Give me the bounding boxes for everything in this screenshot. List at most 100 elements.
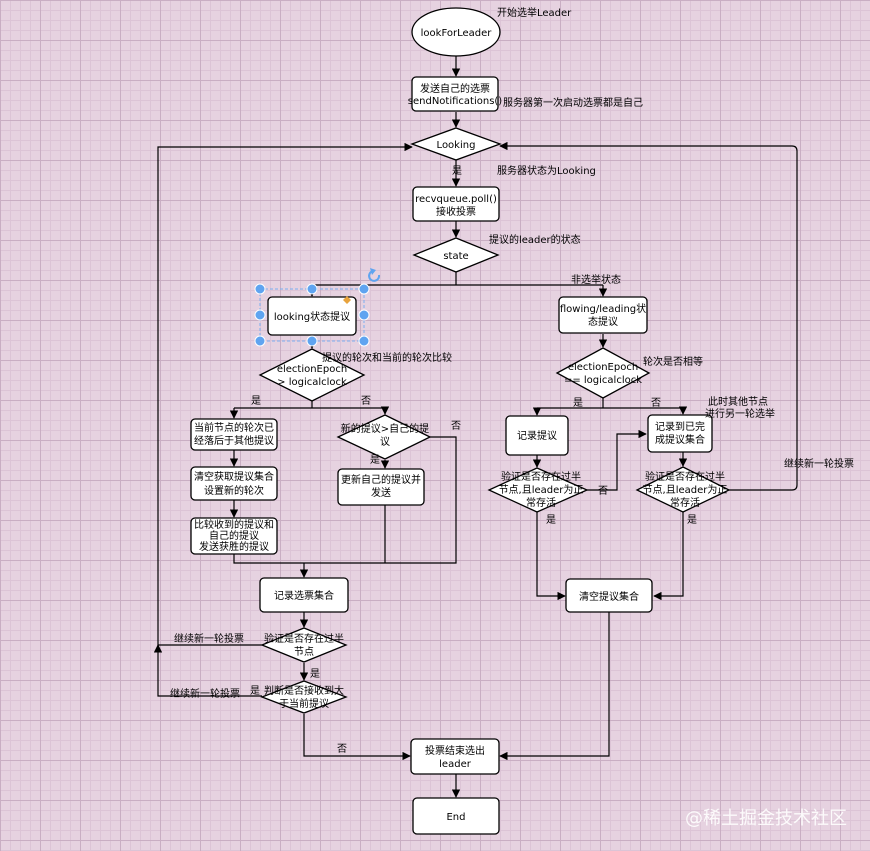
newer-proposal-decision: 新的提议>自己的提 议 [336,414,432,460]
edge-labels: 开始选举Leader 服务器第一次启动选票都是自己 是 服务器状态为Lookin… [170,6,854,755]
record-votes-node: 记录选票集合 [259,577,349,613]
compare-label-2: 自己的提议 [209,529,259,542]
verify-r2-label-1: 验证是否存在过半 [645,470,725,483]
update-send-node: 更新自己的提议并 发送 [337,468,425,506]
check-recv-label-2: 于当前提议 [279,697,329,710]
edge-check-loop [153,644,262,697]
record-votes-label: 记录选票集合 [274,589,334,602]
edit-style-handle[interactable] [343,296,351,304]
yes-check-label: 是 [250,685,260,697]
verify-right2-decision: 验证是否存在过半 节点,且leader为正 常存活 [635,466,731,513]
clear-set-round-node: 清空获取提议集合 设置新的轮次 [190,466,278,501]
send-notifications-node: 发送自己的选票 sendNotifications() [408,76,503,112]
verify-r1-label-3: 常存活 [526,496,556,509]
edge-check-finish [303,714,411,761]
compare-proposal-node: 比较收到的提议和 自己的提议 发送获胜的提议 [190,517,278,555]
send-label-1: 发送自己的选票 [420,82,490,95]
edge-verify2-clear [653,512,684,601]
other-nodes-note-2: 进行另一轮选举 [705,407,775,420]
record-proposal-node: 记录提议 [505,415,569,456]
no-left-label: 否 [361,395,371,407]
edge-verify1-no [587,429,647,491]
looking-proposal-node[interactable]: looking状态提议 [254,268,381,347]
edge-clear-finish [499,612,610,761]
verify-right1-decision: 验证是否存在过半 节点,且leader为正 常存活 [487,467,589,513]
newer-label-2: 议 [380,436,390,448]
clear-set-label-1: 清空获取提议集合 [194,470,274,483]
finish-label-1: 投票结束选出 [425,744,485,757]
finish-election-node: 投票结束选出 leader [410,738,500,775]
epoch-l-label-1: electionEpoch [277,364,347,375]
behind-label-2: 经落后于其他提议 [194,434,274,447]
record-prop-label: 记录提议 [517,430,557,442]
clear-set-label-2: 设置新的轮次 [204,484,264,497]
epoch-l-label-2: > logicalclock [277,377,347,388]
no-right-label: 否 [651,397,661,409]
behind-label-1: 当前节点的轮次已 [194,421,274,434]
record-done-label-2: 成提议集合 [655,433,705,446]
proposal-state-note: 提议的leader的状态 [489,233,581,246]
yes-half-label: 是 [310,668,320,680]
yes-right-label: 是 [573,397,583,409]
compare-label-3: 发送获胜的提议 [199,540,269,553]
state-decision: state [412,237,500,273]
yes-r2-label: 是 [687,514,697,526]
epoch-r-label-1: electionEpoch [568,362,638,373]
verify-half-label-2: 节点 [294,646,314,658]
clear-prop-label: 清空提议集合 [579,590,639,603]
epoch-r-label-2: == logicalclock [564,375,642,386]
yes-left-label: 是 [251,395,261,407]
newer-label-1: 新的提议>自己的提 [341,422,429,435]
update-label-1: 更新自己的提议并 [341,473,421,486]
verify-r1-label-1: 验证是否存在过半 [501,470,581,483]
end-node: End [412,797,500,835]
poll-label-1: recvqueue.poll() [415,194,497,205]
epoch-equal-decision: electionEpoch == logicalclock [555,347,651,399]
no-check-label: 否 [337,743,347,755]
state-label: state [443,251,468,262]
start-node: lookForLeader [411,7,501,57]
edge-newer-no [386,436,457,564]
poll-label-2: 接收投票 [436,205,476,218]
finish-label-2: leader [439,759,472,770]
continue-2-note: 继续新一轮投票 [170,687,240,700]
watermark: @稀土掘金技术社区 [685,808,847,829]
verify-r1-label-2: 节点,且leader为正 [499,484,584,496]
looking-proposal-label: looking状态提议 [274,310,350,323]
edge-compare-join [233,554,386,564]
send-note: 服务器第一次启动选票都是自己 [503,96,643,109]
epoch-equal-note: 轮次是否相等 [643,355,703,368]
verify-r2-label-2: 节点,且leader为正 [643,484,728,496]
check-recv-label-1: 判断是否接收到大 [264,684,344,697]
start-note: 开始选举Leader [497,6,572,19]
yes-looking-label: 是 [452,165,462,177]
epoch-compare-note: 提议的轮次和当前的轮次比较 [322,351,452,364]
verify-majority-decision: 验证是否存在过半 节点 [260,627,348,663]
edge-verify-loop [157,142,413,646]
selection-handles[interactable] [254,283,370,347]
clear-proposal-node: 清空提议集合 [565,578,653,613]
round-behind-node: 当前节点的轮次已 经落后于其他提议 [190,418,278,451]
no-r1-label: 否 [598,485,608,497]
continue-1-note: 继续新一轮投票 [174,632,244,645]
looking-label: Looking [437,140,476,151]
compare-label-1: 比较收到的提议和 [194,518,274,531]
flowing-leading-node: flowing/leading状 态提议 [558,296,648,334]
server-state-note: 服务器状态为Looking [497,164,596,177]
send-label-2: sendNotifications() [408,96,503,107]
yes-newer-label: 是 [370,454,380,466]
edge-verify1-clear [536,512,566,601]
record-completed-node: 记录到已完 成提议集合 [647,414,713,453]
continue-right-note: 继续新一轮投票 [784,457,854,470]
start-label: lookForLeader [421,28,493,39]
recvqueue-poll-node: recvqueue.poll() 接收投票 [412,186,500,222]
looking-decision: Looking [410,127,502,161]
update-label-2: 发送 [371,486,391,499]
end-label: End [446,812,465,823]
rotate-icon[interactable] [368,268,381,282]
verify-half-label-1: 验证是否存在过半 [264,632,344,645]
flowing-label-1: flowing/leading状 [560,302,646,315]
non-election-label: 非选举状态 [571,273,621,286]
other-nodes-note-1: 此时其他节点 [708,395,768,408]
record-done-label-1: 记录到已完 [655,420,705,433]
